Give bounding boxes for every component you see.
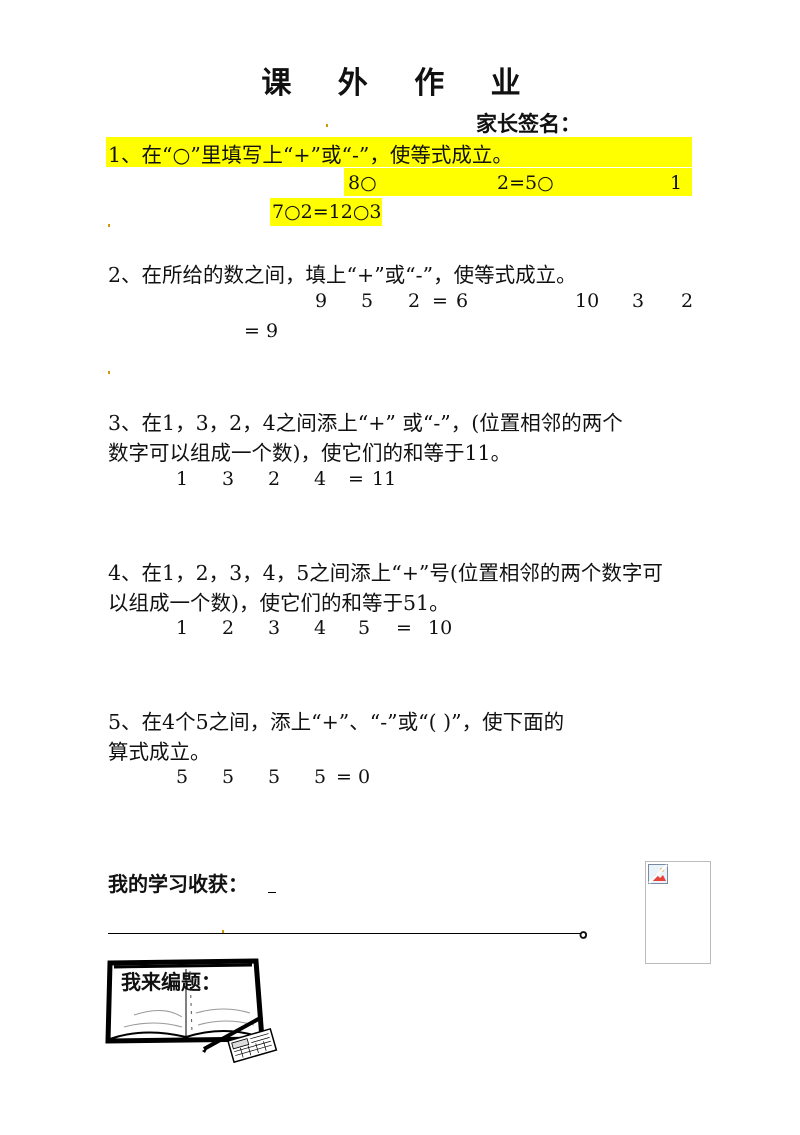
q4-eq-7: 10 (428, 617, 453, 639)
marker-dot (326, 124, 328, 127)
q4-eq-5: 5 (358, 617, 371, 639)
q5-eq-2: 5 (222, 766, 235, 788)
q4-line-2: 以组成一个数)，使它们的和等于51。 (108, 591, 450, 615)
q4-eq-2: 2 (222, 617, 235, 639)
q4-eq-4: 4 (314, 617, 327, 639)
marker-dot (222, 930, 224, 933)
q1-eq2-highlight (270, 198, 382, 226)
q3-eq-6: 11 (372, 468, 397, 490)
q1-text: 1、在“○”里填写上“+”或“-”，使等式成立。 (108, 143, 513, 167)
q2-eq-a-3: 2 (408, 290, 421, 312)
notebook-label: 我来编题： (121, 970, 221, 994)
q4-eq-1: 1 (176, 617, 189, 639)
q2-eq-a-4: = (432, 290, 448, 312)
q3-line-1: 3、在1，3，2，4之间添上“+” 或“-”，(位置相邻的两个 (108, 411, 623, 435)
q5-eq-6: 0 (358, 766, 371, 788)
marker-dot (108, 224, 110, 227)
harvest-answer-line (108, 933, 580, 934)
q5-line-2: 算式成立。 (108, 740, 211, 764)
q2-eq-b-tail: = 9 (244, 320, 279, 342)
q3-eq-1: 1 (176, 468, 189, 490)
q2-eq-b-3: 2 (681, 290, 694, 312)
marker-dot (108, 371, 110, 374)
q3-eq-5: = (348, 468, 364, 490)
q3-eq-2: 3 (222, 468, 235, 490)
harvest-period: 。 (579, 917, 602, 943)
q4-eq-3: 3 (268, 617, 281, 639)
harvest-short-underline (268, 892, 276, 893)
q4-line-1: 4、在1，2，3，4，5之间添上“+”号(位置相邻的两个数字可 (108, 561, 663, 585)
q1-eq-part-4: 7○2=12○3 (272, 201, 382, 223)
parent-signature-label: 家长签名： (476, 112, 581, 136)
q1-eq-part-2: 2=5○ (497, 172, 554, 194)
q2-eq-b-1: 10 (575, 290, 600, 312)
q1-eq-part-1: 8○ (348, 172, 377, 194)
q2-eq-a-1: 9 (315, 290, 328, 312)
q2-eq-a-5: 6 (456, 290, 469, 312)
q4-eq-6: = (396, 617, 412, 639)
q3-eq-4: 4 (314, 468, 327, 490)
notebook-illustration (105, 958, 278, 1064)
q5-eq-5: = (336, 766, 352, 788)
q5-eq-4: 5 (314, 766, 327, 788)
q5-eq-3: 5 (268, 766, 281, 788)
q1-eq-highlight (344, 168, 692, 196)
q3-eq-3: 2 (268, 468, 281, 490)
q1-highlight (106, 137, 692, 167)
q5-eq-1: 5 (176, 766, 189, 788)
q2-eq-a-2: 5 (361, 290, 374, 312)
q2-eq-b-2: 3 (632, 290, 645, 312)
page-title: 课 外 作 业 (261, 66, 539, 101)
image-placeholder (645, 861, 711, 964)
q5-line-1: 5、在4个5之间，添上“+”、“-”或“( )”，使下面的 (108, 710, 565, 734)
q1-eq-part-3: 1 (670, 172, 683, 194)
harvest-label: 我的学习收获： (108, 872, 248, 896)
q2-text: 2、在所给的数之间，填上“+”或“-”，使等式成立。 (108, 263, 577, 287)
q3-line-2: 数字可以组成一个数)，使它们的和等于11。 (108, 441, 512, 465)
broken-image-icon (648, 864, 668, 884)
